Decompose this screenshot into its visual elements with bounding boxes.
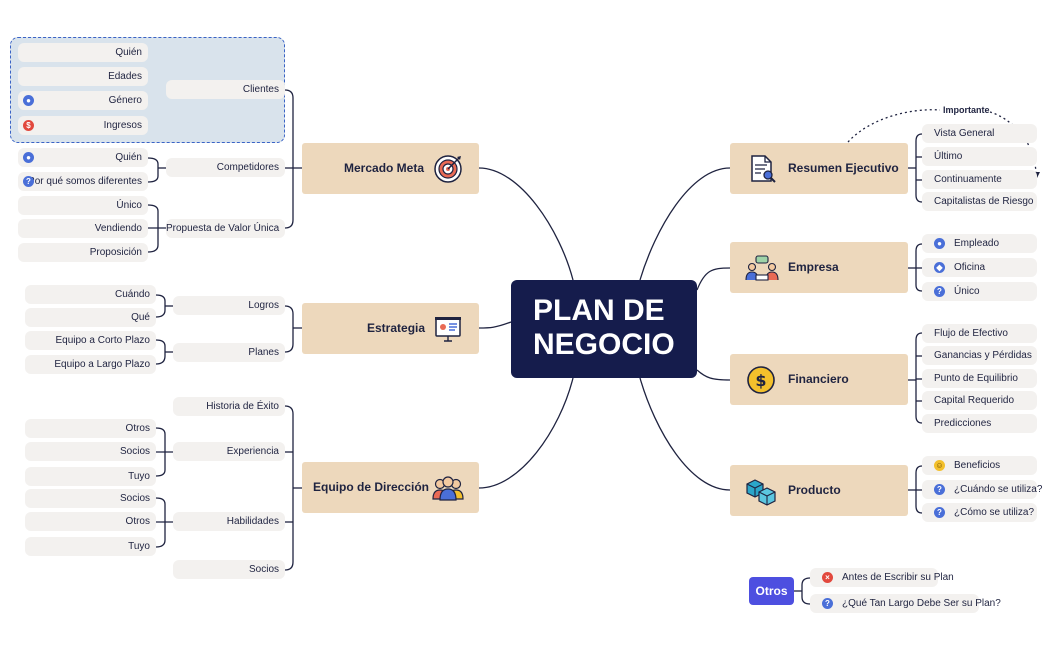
svg-text:$: $: [755, 371, 766, 390]
leaf-capitalistas-riesgo[interactable]: Capitalistas de Riesgo: [922, 192, 1037, 211]
topic-label: Empresa: [788, 260, 839, 274]
subtopic-logros[interactable]: Logros: [173, 296, 285, 315]
smiley-icon: ☺: [934, 460, 945, 471]
presentation-board-icon: [435, 317, 461, 342]
leaf-punto-equilibrio[interactable]: Punto de Equilibrio: [922, 369, 1037, 388]
target-icon: [434, 155, 462, 183]
leaf-unico[interactable]: Único: [18, 196, 148, 215]
leaf-vista-general[interactable]: Vista General: [922, 124, 1037, 143]
relationship-label-importante: Importante: [943, 105, 990, 115]
leaf-unico[interactable]: ? Único: [922, 282, 1037, 301]
topic-label: Resumen Ejecutivo: [788, 161, 899, 175]
leaf-cuando-se-utiliza[interactable]: ? ¿Cuándo se utiliza?: [922, 480, 1042, 499]
question-icon: ?: [934, 484, 945, 495]
central-title-line-1: PLAN DE: [533, 294, 665, 327]
subtopic-experiencia[interactable]: Experiencia: [173, 442, 285, 461]
question-icon: ?: [934, 286, 945, 297]
leaf-ganancias-perdidas[interactable]: Ganancias y Pérdidas: [922, 346, 1037, 365]
question-icon: ?: [822, 598, 833, 609]
leaf-tuyo[interactable]: Tuyo: [25, 467, 156, 486]
leaf-label: Ingresos: [103, 120, 142, 131]
leaf-label: Por qué somos diferentes: [28, 176, 142, 187]
leaf-quien[interactable]: Quién: [18, 43, 148, 62]
leaf-como-se-utiliza[interactable]: ? ¿Cómo se utiliza?: [922, 503, 1037, 522]
leaf-socios[interactable]: Socios: [25, 442, 156, 461]
subtopic-habilidades[interactable]: Habilidades: [173, 512, 285, 531]
leaf-equipo-corto-plazo[interactable]: Equipo a Corto Plazo: [25, 331, 156, 350]
leaf-continuamente[interactable]: Continuamente: [922, 170, 1037, 189]
leaf-ingresos[interactable]: $ Ingresos: [18, 116, 148, 135]
leaf-beneficios[interactable]: ☺ Beneficios: [922, 456, 1037, 475]
leaf-label: Antes de Escribir su Plan: [842, 572, 954, 583]
leaf-capital-requerido[interactable]: Capital Requerido: [922, 391, 1037, 410]
topic-label: Producto: [788, 483, 841, 497]
leaf-label: ¿Cómo se utiliza?: [954, 507, 1035, 518]
person-icon: ●: [23, 95, 34, 106]
topic-financiero[interactable]: $ Financiero: [730, 354, 908, 405]
leaf-antes-escribir-plan[interactable]: × Antes de Escribir su Plan: [810, 568, 954, 587]
leaf-ultimo[interactable]: Último: [922, 147, 1037, 166]
topic-label: Mercado Meta: [344, 161, 425, 175]
person-icon: ●: [934, 238, 945, 249]
meeting-icon: [745, 255, 779, 281]
topic-resumen-ejecutivo[interactable]: Resumen Ejecutivo: [730, 143, 908, 194]
central-topic[interactable]: PLAN DE NEGOCIO: [511, 280, 697, 378]
topic-label: Equipo de Dirección: [313, 480, 430, 494]
leaf-predicciones[interactable]: Predicciones: [922, 414, 1037, 433]
leaf-proposicion[interactable]: Proposición: [18, 243, 148, 262]
question-icon: ?: [23, 176, 34, 187]
location-icon: ◆: [934, 262, 945, 273]
team-icon: [432, 476, 464, 501]
subtopic-planes[interactable]: Planes: [173, 343, 285, 362]
leaf-label: ¿Qué Tan Largo Debe Ser su Plan?: [842, 598, 1001, 609]
leaf-oficina[interactable]: ◆ Oficina: [922, 258, 1037, 277]
subtopic-socios[interactable]: Socios: [173, 560, 285, 579]
central-title-line-2: NEGOCIO: [533, 328, 675, 361]
leaf-flujo-efectivo[interactable]: Flujo de Efectivo: [922, 324, 1037, 343]
leaf-label: Oficina: [954, 262, 986, 273]
leaf-tuyo[interactable]: Tuyo: [25, 537, 156, 556]
document-search-icon: [751, 155, 776, 183]
leaf-otros[interactable]: Otros: [25, 419, 156, 438]
close-icon: ×: [822, 572, 833, 583]
leaf-socios[interactable]: Socios: [25, 489, 156, 508]
leaf-que-tan-largo[interactable]: ? ¿Qué Tan Largo Debe Ser su Plan?: [810, 594, 1001, 613]
leaf-vendiendo[interactable]: Vendiendo: [18, 219, 148, 238]
leaf-equipo-largo-plazo[interactable]: Equipo a Largo Plazo: [25, 355, 156, 374]
leaf-label: Beneficios: [954, 460, 1001, 471]
subtopic-competidores[interactable]: Competidores: [166, 158, 285, 177]
topic-producto[interactable]: Producto: [730, 465, 908, 516]
money-icon: $: [23, 120, 34, 131]
topic-label: Estrategia: [367, 321, 426, 335]
leaf-label: Empleado: [954, 238, 1000, 249]
topic-estrategia[interactable]: Estrategia: [302, 303, 479, 354]
leaf-por-que-diferentes[interactable]: ?Por qué somos diferentes: [18, 172, 148, 191]
topic-label: Financiero: [788, 372, 849, 386]
leaf-label: ¿Cuándo se utiliza?: [954, 484, 1043, 495]
leaf-quien[interactable]: ● Quién: [18, 148, 148, 167]
subtopic-historia-exito[interactable]: Historia de Éxito: [173, 397, 285, 416]
subtopic-propuesta-valor[interactable]: Propuesta de Valor Única: [166, 219, 285, 238]
topic-equipo-direccion[interactable]: Equipo de Dirección: [302, 462, 479, 513]
leaf-otros[interactable]: Otros: [25, 512, 156, 531]
leaf-label: Género: [108, 95, 142, 106]
boxes-icon: [746, 479, 776, 506]
topic-mercado-meta[interactable]: Mercado Meta: [302, 143, 479, 194]
topic-empresa[interactable]: Empresa: [730, 242, 908, 293]
leaf-genero[interactable]: ● Género: [18, 91, 148, 110]
question-icon: ?: [934, 507, 945, 518]
person-icon: ●: [23, 152, 34, 163]
leaf-label: Quién: [115, 152, 142, 163]
dollar-coin-icon: $: [747, 366, 775, 394]
leaf-edades[interactable]: Edades: [18, 67, 148, 86]
subtopic-clientes[interactable]: Clientes: [166, 80, 285, 99]
leaf-label: Único: [954, 286, 980, 297]
leaf-cuando[interactable]: Cuándo: [25, 285, 156, 304]
leaf-empleado[interactable]: ● Empleado: [922, 234, 1037, 253]
leaf-que[interactable]: Qué: [25, 308, 156, 327]
floating-topic-otros[interactable]: Otros: [749, 577, 794, 605]
